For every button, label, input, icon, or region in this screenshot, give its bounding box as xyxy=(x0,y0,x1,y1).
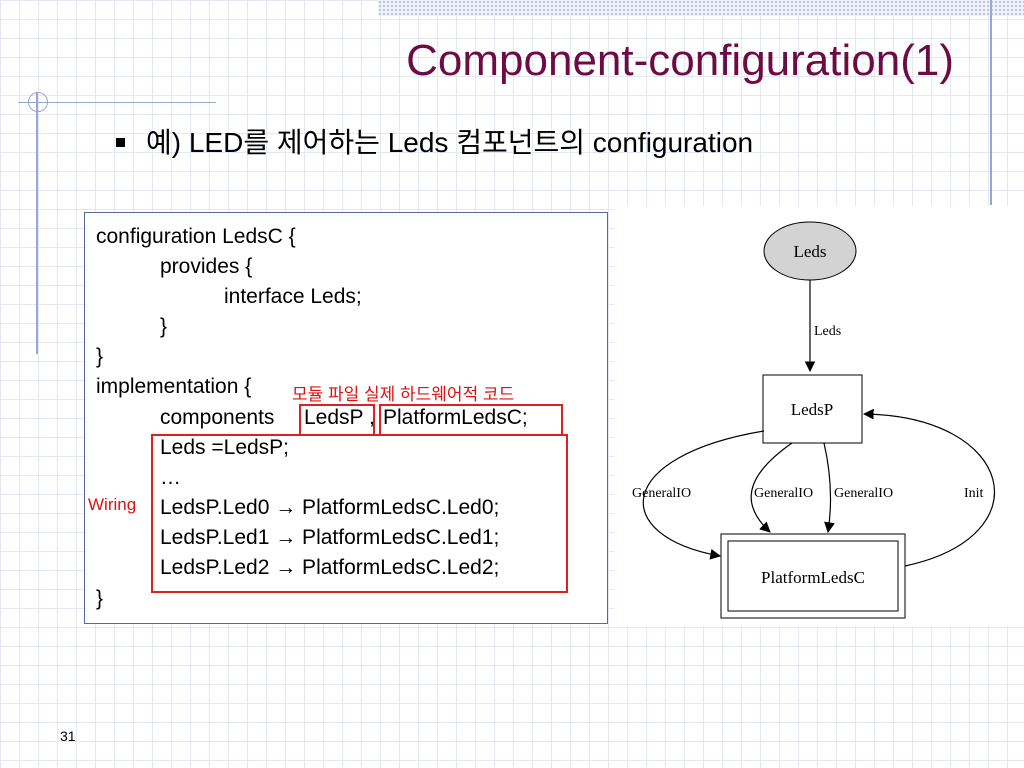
ledsp-node-label: LedsP xyxy=(791,400,834,419)
code-line-4: } xyxy=(160,315,168,338)
code-line-6: implementation { xyxy=(96,375,252,398)
code-line-11: LedsP.Led1 → PlatformLedsC.Led1; xyxy=(160,526,500,549)
init-edge-label: Init xyxy=(964,486,984,501)
code-ledsp-ref: LedsP xyxy=(304,406,364,429)
platformledsc-node xyxy=(727,540,899,612)
leds-node-label: Leds xyxy=(793,242,826,261)
code-comma: , xyxy=(369,406,375,429)
generalio-edge-2 xyxy=(750,442,793,533)
code-line-9: … xyxy=(160,466,181,489)
generalio-edge-3 xyxy=(823,442,835,534)
code-line-2: provides { xyxy=(160,255,253,278)
code-line-1: configuration LedsC { xyxy=(96,225,296,248)
slide-title: Component-configuration(1) xyxy=(406,36,954,85)
wiring-label: Wiring xyxy=(88,495,137,514)
page-number: 31 xyxy=(60,728,76,744)
wiring-highlight-box xyxy=(151,434,568,593)
leds-edge-label: Leds xyxy=(814,324,841,339)
slide-subtitle: 예) LED를 제어하는 Leds 컴포넌트의 configuration xyxy=(146,127,754,158)
header-dot-pattern xyxy=(378,0,1024,16)
module-note: 모듈 파일 실제 하드웨어적 코드 xyxy=(292,385,515,404)
platformledsc-highlight-box xyxy=(379,404,563,436)
platformledsc-node-label: PlatformLedsC xyxy=(761,568,865,587)
init-edge xyxy=(862,408,996,567)
generalio-edge-2-label: GeneralIO xyxy=(754,486,813,501)
left-vertical-rule xyxy=(36,92,38,354)
generalio-edge-1-label: GeneralIO xyxy=(632,486,691,501)
generalio-edge-3-label: GeneralIO xyxy=(834,486,893,501)
code-line-3: interface Leds; xyxy=(224,285,362,308)
bullet-icon xyxy=(116,138,125,147)
ledsp-highlight-box xyxy=(299,404,375,436)
left-horizontal-rule xyxy=(18,102,216,103)
crosshair-ornament xyxy=(28,92,48,112)
code-line-5: } xyxy=(96,345,104,368)
right-vertical-rule xyxy=(990,0,992,205)
code-components-keyword: components xyxy=(160,406,275,429)
code-panel xyxy=(84,212,608,624)
code-line-12: LedsP.Led2 → PlatformLedsC.Led2; xyxy=(160,556,500,579)
code-line-13: } xyxy=(96,587,104,610)
generalio-edge-1 xyxy=(642,430,765,560)
code-line-8: Leds =LedsP; xyxy=(160,436,290,459)
code-platformledsc-ref: PlatformLedsC; xyxy=(383,406,528,429)
code-line-10: LedsP.Led0 → PlatformLedsC.Led0; xyxy=(160,496,500,519)
ledsp-node xyxy=(762,374,863,444)
component-graph: Leds Leds LedsP PlatformLedsC GeneralIO … xyxy=(614,206,1024,626)
